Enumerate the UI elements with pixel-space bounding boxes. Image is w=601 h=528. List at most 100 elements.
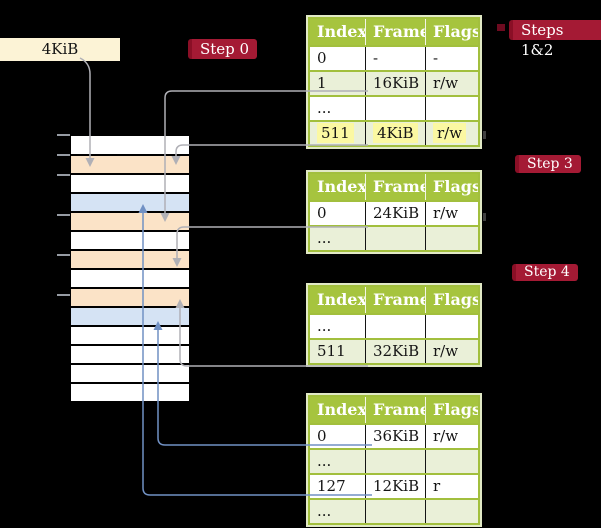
column-header-flags: Flags xyxy=(426,397,478,423)
table-cell: ... xyxy=(310,315,366,338)
column-header-index: Index xyxy=(310,287,366,313)
table-row: ... xyxy=(310,225,478,250)
table-row: ... xyxy=(310,95,478,120)
table-cell: ... xyxy=(310,227,366,250)
highlighted-value: r/w xyxy=(433,123,467,143)
table-cell xyxy=(426,500,478,523)
highlighted-value: 511 xyxy=(317,123,354,143)
memory-frame-free xyxy=(70,382,190,402)
highlighted-value: 4KiB xyxy=(373,123,418,143)
table-cell xyxy=(366,315,426,338)
table-row: ... xyxy=(310,498,478,523)
table-cell: 511 xyxy=(310,122,366,145)
memory-frame-free xyxy=(70,325,190,345)
badge-steps-1-2: Steps 1&2 xyxy=(509,20,601,59)
column-header-flags: Flags xyxy=(426,287,478,313)
memory-tick xyxy=(57,174,70,176)
memory-frame-free xyxy=(70,363,190,383)
badge-step-4: Step 4 xyxy=(512,264,578,281)
memory-frame-page_table xyxy=(70,287,190,307)
column-header-index: Index xyxy=(310,174,366,200)
table-cell xyxy=(426,227,478,250)
table-row: ... xyxy=(310,313,478,338)
table-cell xyxy=(366,500,426,523)
column-header-frame: Frame xyxy=(366,397,426,423)
table-cell xyxy=(366,227,426,250)
memory-frame-page_table xyxy=(70,249,190,269)
table-cell: 0 xyxy=(310,202,366,225)
table-cell xyxy=(426,315,478,338)
column-header-frame: Frame xyxy=(366,174,426,200)
table-cell: ... xyxy=(310,450,366,473)
table-cell: r/w xyxy=(426,72,478,95)
badge-step-3: Step 3 xyxy=(515,155,581,173)
memory-frame-page_table xyxy=(70,154,190,174)
column-header-frame: Frame xyxy=(366,19,426,45)
table-cell: 32KiB xyxy=(366,340,426,363)
memory-frame-free xyxy=(70,230,190,250)
memory-tick xyxy=(57,134,70,136)
table-row: ... xyxy=(310,448,478,473)
table-row: 511 4KiB r/w xyxy=(310,120,478,145)
table-cell: 4KiB xyxy=(366,122,426,145)
table-cell xyxy=(426,97,478,120)
memory-frame-free xyxy=(70,268,190,288)
badge-step-0: Step 0 xyxy=(188,39,258,59)
memory-frame-free xyxy=(70,135,190,155)
frame-size-label: 4KiB xyxy=(0,38,120,61)
table-cell: r/w xyxy=(426,425,478,448)
table-cell xyxy=(366,450,426,473)
table-cell: 0 xyxy=(310,425,366,448)
column-header-index: Index xyxy=(310,397,366,423)
table-cell: r/w xyxy=(426,340,478,363)
connector-stub xyxy=(483,131,486,139)
memory-tick xyxy=(57,254,70,256)
table-cell: 511 xyxy=(310,340,366,363)
column-header-frame: Frame xyxy=(366,287,426,313)
table-cell: 127 xyxy=(310,475,366,498)
memory-tick xyxy=(57,214,70,216)
table-cell: ... xyxy=(310,97,366,120)
connector-stub xyxy=(483,213,486,221)
memory-frame-mapped_page xyxy=(70,192,190,212)
memory-tick xyxy=(57,154,70,156)
table-cell: ... xyxy=(310,500,366,523)
table-cell: 24KiB xyxy=(366,202,426,225)
table-row: 0-- xyxy=(310,45,478,70)
table-cell: 36KiB xyxy=(366,425,426,448)
memory-frame-mapped_page xyxy=(70,306,190,326)
table-cell: 0 xyxy=(310,47,366,70)
table-cell: r xyxy=(426,475,478,498)
physical-memory-stack xyxy=(70,135,190,402)
badge-steps-1-2-pointer xyxy=(497,24,505,31)
table-cell: 12KiB xyxy=(366,475,426,498)
table-cell: r/w xyxy=(426,202,478,225)
table-cell: 1 xyxy=(310,72,366,95)
column-header-flags: Flags xyxy=(426,19,478,45)
table-cell xyxy=(366,97,426,120)
table-cell: 16KiB xyxy=(366,72,426,95)
memory-frame-page_table xyxy=(70,211,190,231)
column-header-index: Index xyxy=(310,19,366,45)
table-cell: - xyxy=(426,47,478,70)
memory-tick xyxy=(57,294,70,296)
memory-frame-free xyxy=(70,344,190,364)
memory-frame-free xyxy=(70,173,190,193)
table-cell: r/w xyxy=(426,122,478,145)
table-cell xyxy=(426,450,478,473)
column-header-flags: Flags xyxy=(426,174,478,200)
